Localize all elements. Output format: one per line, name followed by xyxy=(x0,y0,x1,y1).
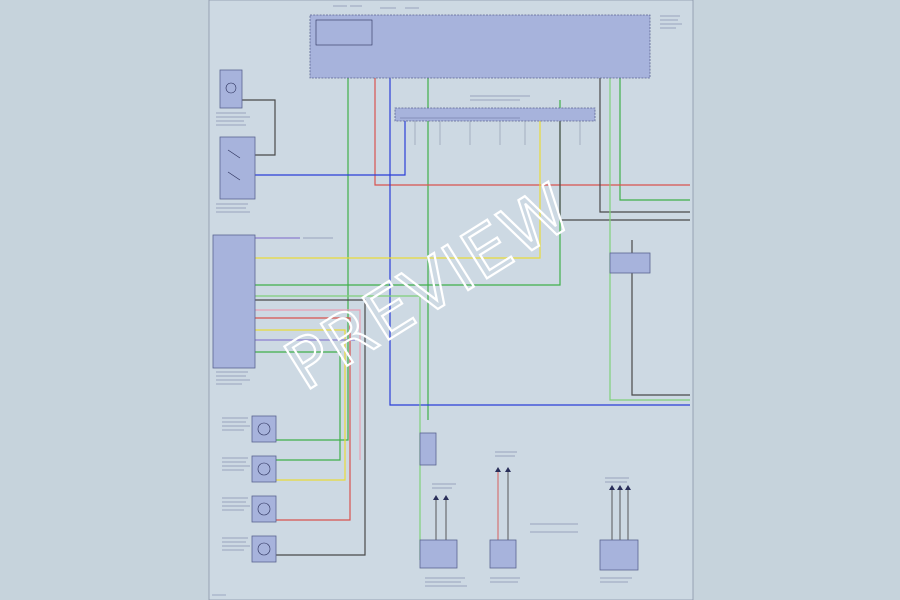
seat-position-sensor-box xyxy=(609,252,651,274)
wire-lightgreen-a xyxy=(609,78,690,401)
wire-red-b xyxy=(255,317,351,521)
top-control-module-box xyxy=(309,14,651,79)
motor-4-symbol xyxy=(257,542,271,556)
motor-2-box xyxy=(251,455,277,483)
wire-harness xyxy=(240,78,690,560)
motor-3-symbol xyxy=(257,502,271,516)
bottom-module-left-box xyxy=(419,539,458,569)
wire-bottom-left xyxy=(435,498,447,540)
wire-gray-e xyxy=(559,120,690,221)
lumbar-motor-switch-box xyxy=(219,69,243,109)
bottom-module-mid-box xyxy=(489,539,517,569)
motor-4-box xyxy=(251,535,277,563)
motor-1-symbol xyxy=(257,422,271,436)
wire-green-a xyxy=(262,78,349,441)
motor-1-box xyxy=(251,415,277,443)
lumbar-motor-symbol xyxy=(225,82,237,94)
wire-blue-a xyxy=(255,120,406,176)
seat-memory-module-box xyxy=(394,107,596,122)
wire-bottom-right xyxy=(611,488,629,540)
wire-yellow-b xyxy=(255,329,346,481)
wire-blue-b xyxy=(389,78,690,406)
bottom-module-right-box xyxy=(599,539,639,571)
motor-3-box xyxy=(251,495,277,523)
top-relay-inset xyxy=(315,19,373,46)
lumbar-switch-box xyxy=(219,136,256,200)
wire-green-e xyxy=(255,351,341,461)
wire-gray-a xyxy=(255,299,366,556)
wire-gray-c xyxy=(631,240,690,396)
wire-red-a xyxy=(374,78,690,186)
motor-2-symbol xyxy=(257,462,271,476)
wire-ecu-drops xyxy=(414,120,581,145)
wire-pink-a xyxy=(255,309,361,460)
lumbar-switch-symbol xyxy=(227,149,241,181)
wire-yellow-a xyxy=(255,120,541,259)
wire-gray-b xyxy=(599,78,690,213)
driver-seat-control-module-box xyxy=(212,234,256,369)
illegible-fine-print xyxy=(212,5,682,596)
wire-gray-d xyxy=(240,99,276,156)
wire-lightgreen-b xyxy=(255,295,421,560)
seat-heater-switch-box xyxy=(419,432,437,466)
wire-green-d xyxy=(619,78,690,201)
